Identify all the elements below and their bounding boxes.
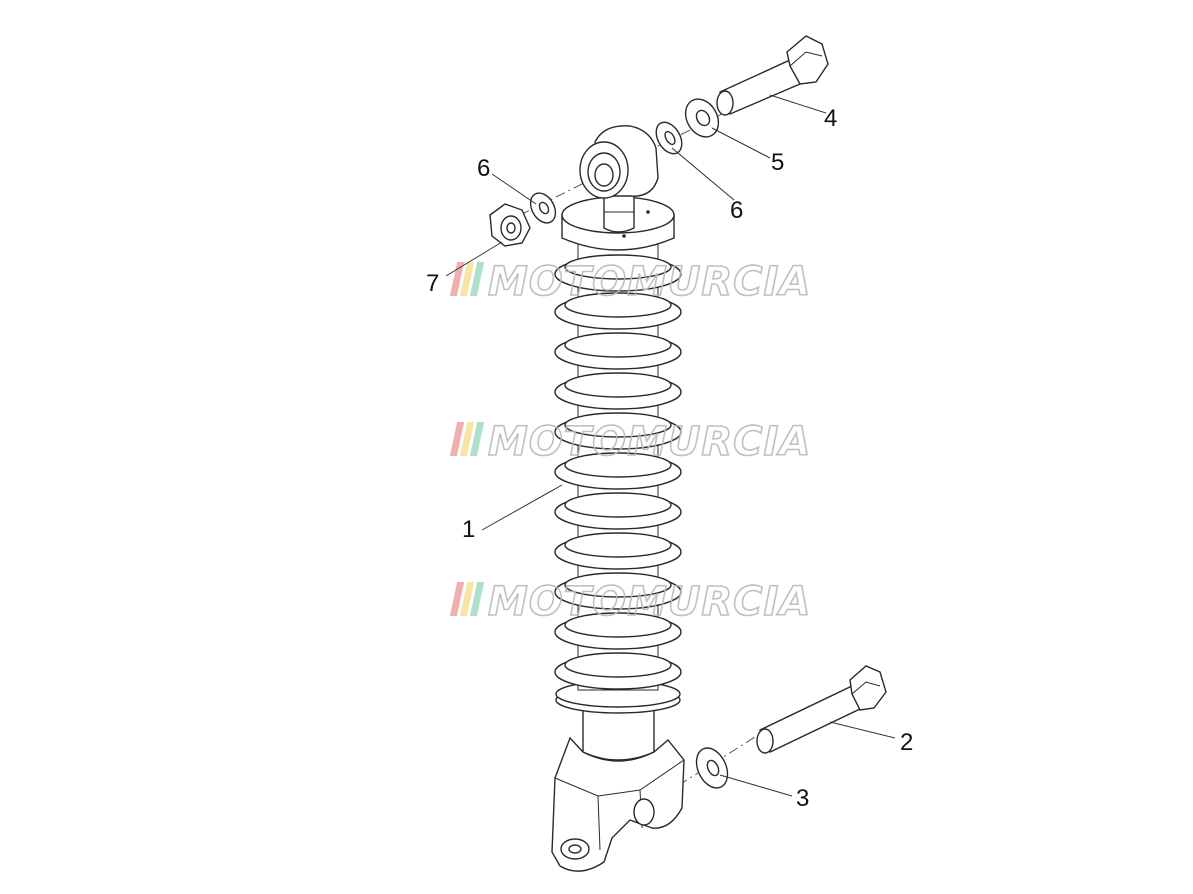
callout-6-left: 6 xyxy=(477,155,490,182)
coil-spring xyxy=(554,239,682,691)
upper-eye-mount xyxy=(579,125,659,199)
watermark-text: MOTOMURCIA xyxy=(488,579,811,625)
upper-washer xyxy=(684,98,720,138)
lower-washer xyxy=(695,747,729,789)
callout-4: 4 xyxy=(824,105,837,132)
shock-absorber xyxy=(551,125,685,872)
upper-bolt xyxy=(716,35,829,116)
spacer-washer-right xyxy=(655,121,683,155)
lower-bolt xyxy=(756,665,887,754)
watermark: MOTOMURCIA MOTOMURCIA MOTOMURCIA xyxy=(449,258,811,626)
callout-labels: 1 2 3 4 5 6 6 7 xyxy=(426,105,913,812)
watermark-text: MOTOMURCIA xyxy=(488,419,811,465)
callout-1: 1 xyxy=(462,516,475,543)
callout-leaders xyxy=(445,94,896,797)
watermark-text: MOTOMURCIA xyxy=(488,259,811,305)
spacer-washer-left xyxy=(529,192,557,224)
callout-3: 3 xyxy=(796,785,809,812)
callout-2: 2 xyxy=(900,729,913,756)
callout-7: 7 xyxy=(426,270,439,297)
lower-clevis xyxy=(551,736,685,872)
nut xyxy=(489,203,531,247)
callout-5: 5 xyxy=(771,149,784,176)
callout-6-right: 6 xyxy=(730,197,743,224)
